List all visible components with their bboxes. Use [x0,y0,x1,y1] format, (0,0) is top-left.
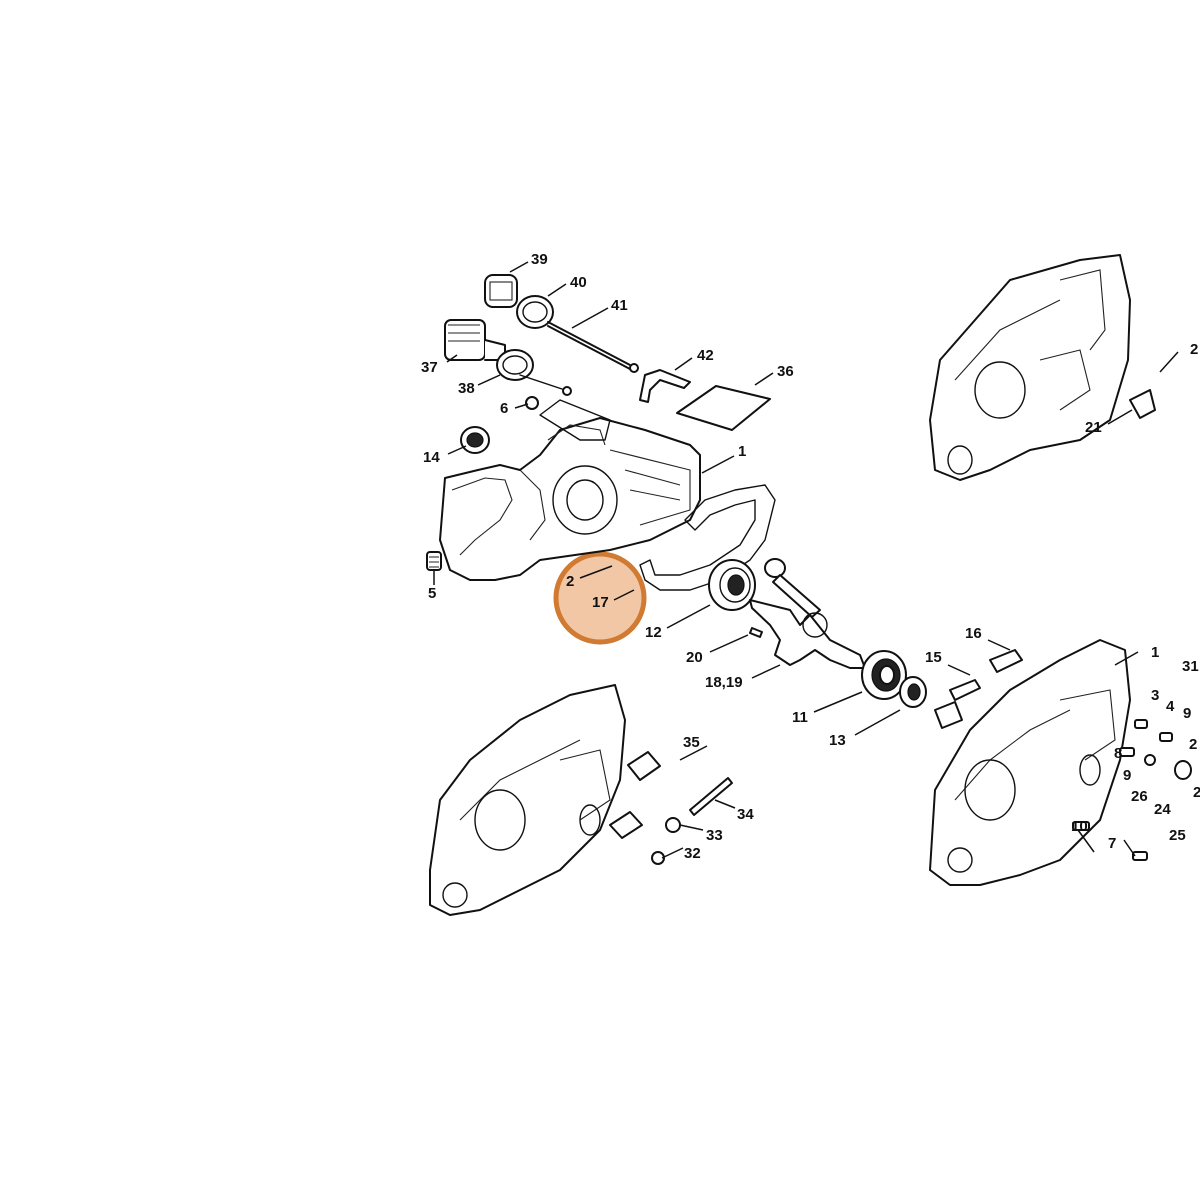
label-20: 20 [686,649,703,666]
label-40: 40 [570,274,587,291]
plate-36 [676,385,771,431]
label-2-top-right: 2 [1190,341,1198,358]
bearing-12 [708,559,756,611]
label-31: 31 [1182,658,1199,675]
label-14: 14 [423,449,440,466]
leader-lines [433,261,1179,859]
label-37: 37 [421,359,438,376]
part-16 [989,649,1023,673]
crankcase-half-center [439,399,701,581]
connector-part [934,701,963,729]
label-25: 25 [1169,827,1186,844]
label-32: 32 [684,845,701,862]
label-18-19: 18,19 [705,674,743,691]
label-41: 41 [611,297,628,314]
highlight-circle [553,551,647,645]
label-16: 16 [965,625,982,642]
screw-32 [651,851,665,865]
label-2-right-edge-a: 2 [1189,736,1197,753]
screw-6 [525,396,539,410]
label-9b: 9 [1123,767,1131,784]
part-labels: 39 40 41 42 36 37 38 6 14 1 5 2 17 12 20… [421,251,1200,862]
label-2-highlight: 2 [566,573,574,590]
pin-20 [749,627,763,638]
label-1-bottom-right: 1 [1151,644,1159,661]
label-10: 10 [1071,818,1088,835]
stud-5 [426,551,442,571]
screw-34 [689,777,733,816]
label-15: 15 [925,649,942,666]
label-21: 21 [1085,419,1102,436]
oil-pump-group [444,274,691,403]
part-21 [1129,389,1156,419]
label-39: 39 [531,251,548,268]
label-1-center: 1 [738,443,746,460]
label-42: 42 [697,347,714,364]
label-7: 7 [1108,835,1116,852]
label-35: 35 [683,734,700,751]
crankcase-top-right [929,254,1131,481]
crankshaft [749,558,866,669]
label-13: 13 [829,732,846,749]
label-8: 8 [1114,745,1122,762]
plate-small [609,811,643,839]
label-26: 26 [1131,788,1148,805]
label-5: 5 [428,585,436,602]
label-36: 36 [777,363,794,380]
crankcase-bottom-right [929,639,1131,886]
label-9a: 9 [1183,705,1191,722]
nut-33 [665,817,681,833]
label-34: 34 [737,806,754,823]
label-17-highlight: 17 [592,594,609,611]
part-15 [949,679,981,701]
label-38: 38 [458,380,475,397]
label-24: 24 [1154,801,1171,818]
label-11: 11 [792,709,808,726]
label-3: 3 [1151,687,1159,704]
label-4: 4 [1166,698,1175,715]
plate-35 [627,751,661,781]
label-6: 6 [500,400,508,417]
crankcase-bottom-left [429,684,626,916]
label-12: 12 [645,624,662,641]
label-33: 33 [706,827,723,844]
bearing-11 [861,650,907,700]
small-parts-right [1072,719,1192,861]
seal-13 [899,676,927,708]
gasket-outline [639,484,776,591]
label-2-right-edge-b: 2 [1193,784,1200,801]
